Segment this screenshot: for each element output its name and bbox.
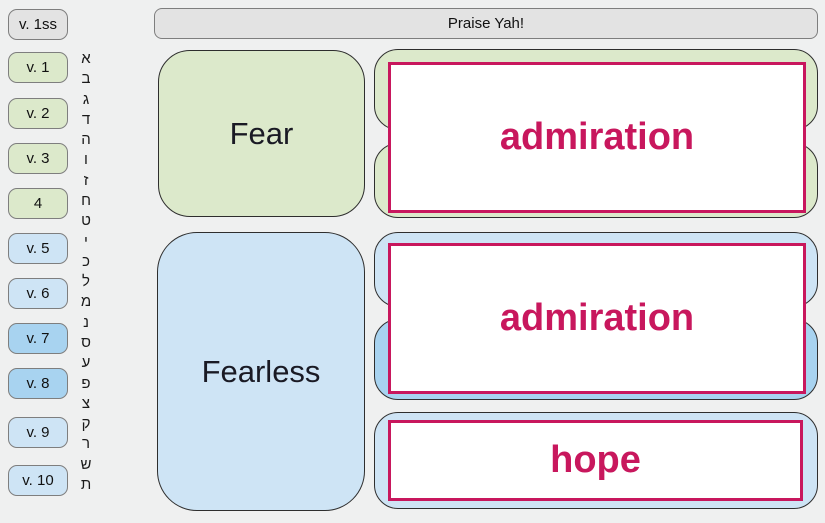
verse-button-3[interactable]: v. 3 <box>8 143 68 174</box>
hebrew-letter: ד <box>81 110 91 128</box>
fear-box-label: Fear <box>229 115 294 151</box>
emotion-card-hope[interactable]: hope <box>388 420 803 501</box>
verse-button-6[interactable]: v. 6 <box>8 278 68 309</box>
hebrew-letter: ת <box>80 475 92 493</box>
emotion-card-label: admiration <box>499 116 695 158</box>
hebrew-letter: ה <box>81 131 91 149</box>
hebrew-letter: מ <box>80 293 92 311</box>
verse-button-10[interactable]: v. 10 <box>8 465 68 496</box>
verse-button-5[interactable]: v. 5 <box>8 233 68 264</box>
hebrew-letter: כ <box>82 252 90 270</box>
hebrew-letter: ט <box>81 212 91 230</box>
hebrew-letter: ו <box>84 151 88 169</box>
verse-button-1[interactable]: v. 1 <box>8 52 68 83</box>
fearless-box-label: Fearless <box>201 353 321 389</box>
hebrew-letter: ג <box>82 90 90 108</box>
verse-button-2[interactable]: v. 2 <box>8 98 68 129</box>
fearless-box[interactable]: Fearless <box>157 232 365 511</box>
verse-button-4[interactable]: 4 <box>8 188 68 219</box>
emotion-card-label: admiration <box>499 297 695 339</box>
verse-button-8[interactable]: v. 8 <box>8 368 68 399</box>
hebrew-letter: פ <box>81 374 91 392</box>
hebrew-letter: צ <box>81 394 91 412</box>
hebrew-letter: ס <box>81 333 91 351</box>
verse-button-9[interactable]: v. 9 <box>8 417 68 448</box>
hebrew-letter: ז <box>83 171 89 189</box>
hebrew-letter: ר <box>81 435 90 453</box>
hebrew-letter: ב <box>81 70 91 88</box>
verse-button-7[interactable]: v. 7 <box>8 323 68 354</box>
hebrew-letter: נ <box>83 313 89 331</box>
emotion-card-admiration-1[interactable]: admiration <box>388 62 806 213</box>
verse-button-0[interactable]: v. 1ss <box>8 9 68 40</box>
hebrew-letter: ח <box>81 191 91 209</box>
hebrew-letter: ק <box>81 415 91 433</box>
header-banner[interactable]: Praise Yah! <box>154 8 818 39</box>
fear-box[interactable]: Fear <box>158 50 365 217</box>
hebrew-letter: ל <box>82 273 90 291</box>
header-banner-label: Praise Yah! <box>447 15 525 32</box>
hebrew-letter: ע <box>81 354 91 372</box>
hebrew-letter: א <box>81 50 91 67</box>
emotion-card-label: hope <box>550 439 641 481</box>
emotion-card-admiration-2[interactable]: admiration <box>388 243 806 394</box>
hebrew-letter: ש <box>80 455 92 473</box>
hebrew-letter: י <box>84 232 88 250</box>
